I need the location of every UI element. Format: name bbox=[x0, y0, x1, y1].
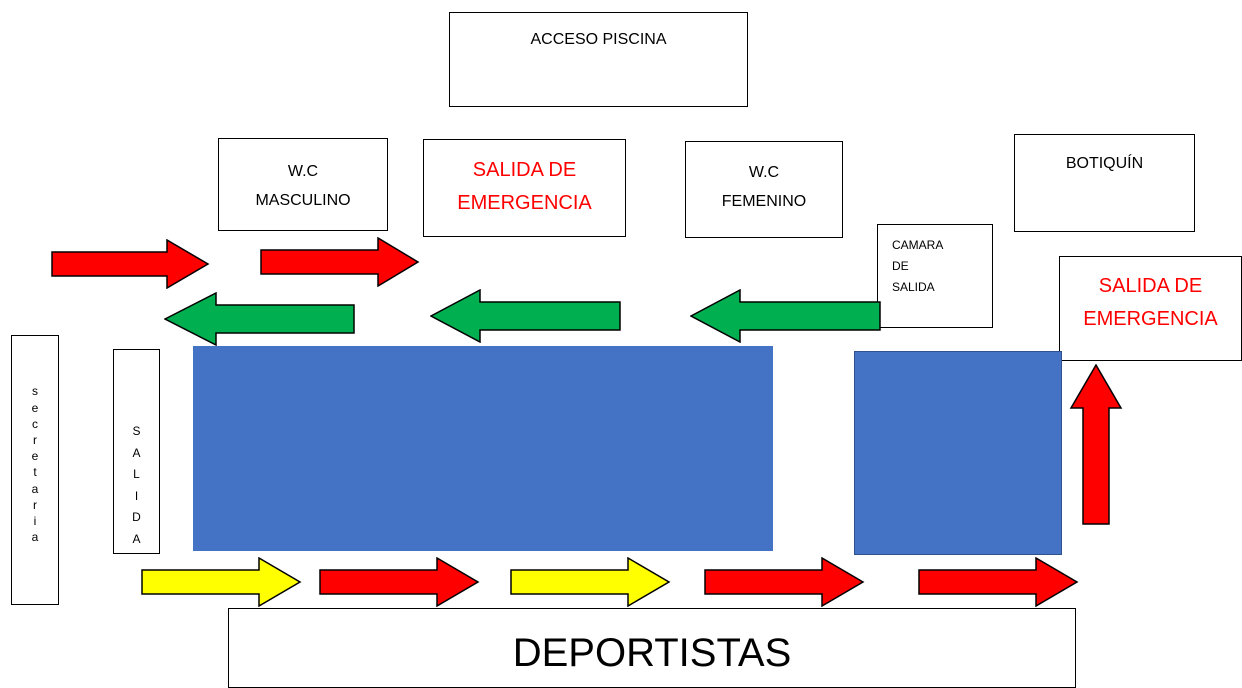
red-arrow-right-icon bbox=[319, 557, 480, 607]
green-arrow-left-icon bbox=[430, 289, 621, 343]
acceso-piscina-label: ACCESO PISCINA bbox=[530, 31, 667, 48]
secretaria-box: s e c r e t a r i a bbox=[11, 335, 59, 605]
green-arrow-left-icon bbox=[690, 289, 881, 343]
camara-salida-label: CAMARA DE SALIDA bbox=[892, 238, 944, 294]
red-arrow-right-icon bbox=[260, 237, 420, 287]
wc-femenino-label: W.C FEMENINO bbox=[721, 164, 807, 210]
main-pool bbox=[193, 346, 773, 551]
salida-emergencia-top-box: SALIDA DE EMERGENCIA bbox=[423, 139, 626, 237]
secondary-pool bbox=[854, 351, 1062, 555]
red-arrow-right-icon bbox=[51, 239, 210, 289]
wc-femenino-box: W.C FEMENINO bbox=[685, 141, 843, 238]
yellow-arrow-right-icon bbox=[510, 557, 671, 607]
botiquin-label: BOTIQUÍN bbox=[1065, 155, 1144, 172]
red-arrow-up-icon bbox=[1069, 364, 1123, 525]
deportistas-label: DEPORTISTAS bbox=[512, 631, 792, 675]
salida-emergencia-right-label: SALIDA DE EMERGENCIA bbox=[1083, 275, 1218, 330]
red-arrow-right-icon bbox=[918, 557, 1079, 607]
red-arrow-right-icon bbox=[704, 557, 865, 607]
deportistas-box: DEPORTISTAS bbox=[228, 608, 1076, 688]
botiquin-box: BOTIQUÍN bbox=[1014, 134, 1195, 232]
salida-label: S A L I D A bbox=[132, 424, 141, 546]
salida-box: S A L I D A bbox=[113, 349, 160, 554]
acceso-piscina-box: ACCESO PISCINA bbox=[449, 12, 748, 107]
salida-emergencia-right-box: SALIDA DE EMERGENCIA bbox=[1059, 256, 1242, 361]
green-arrow-left-icon bbox=[164, 292, 355, 346]
salida-emergencia-top-label: SALIDA DE EMERGENCIA bbox=[457, 159, 592, 214]
camara-salida-box: CAMARA DE SALIDA bbox=[877, 224, 993, 328]
wc-masculino-box: W.C MASCULINO bbox=[218, 138, 388, 231]
yellow-arrow-right-icon bbox=[141, 557, 302, 607]
secretaria-label: s e c r e t a r i a bbox=[31, 384, 39, 545]
wc-masculino-label: W.C MASCULINO bbox=[255, 163, 351, 209]
